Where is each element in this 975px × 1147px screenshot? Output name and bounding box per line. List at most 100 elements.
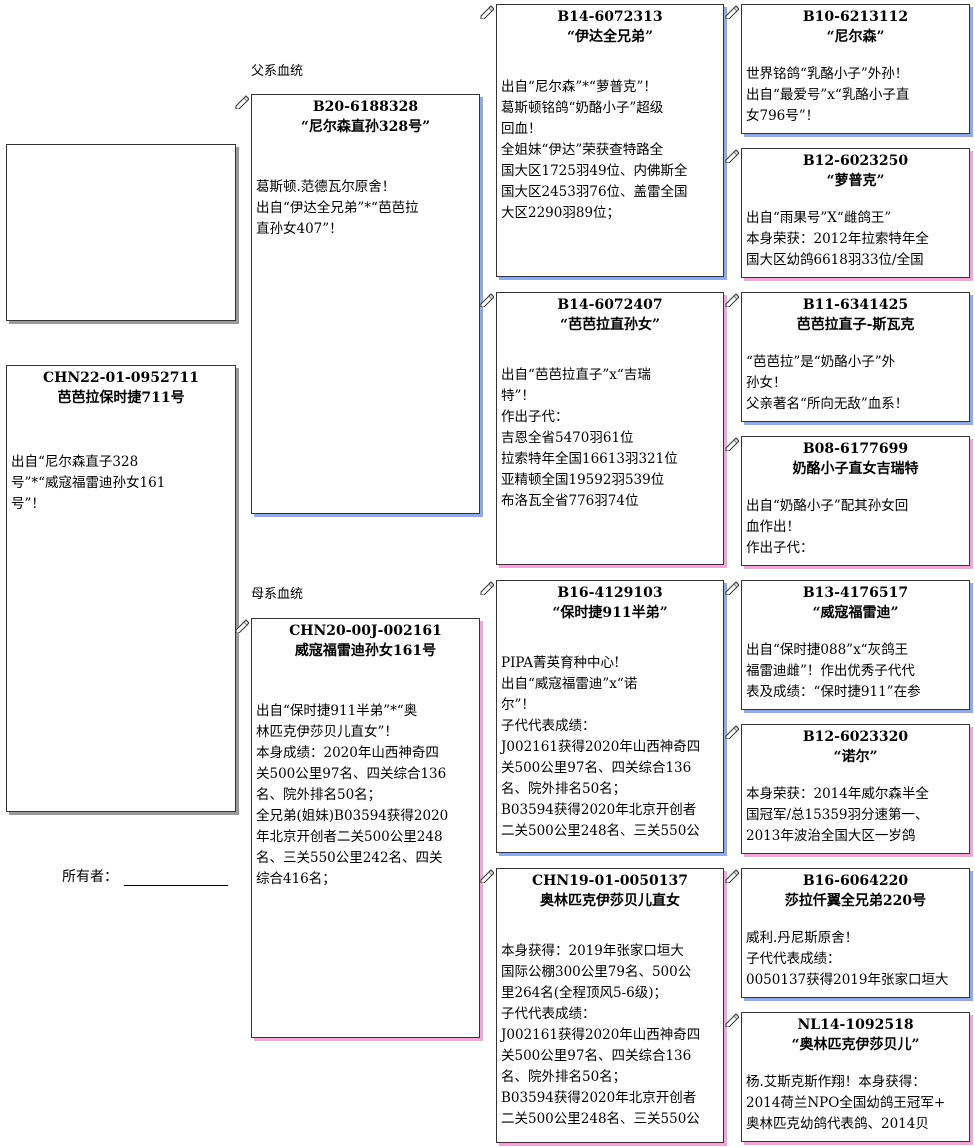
edit-pencil-icon[interactable] [480, 581, 494, 595]
note-line: 杨.艾斯克斯作翔！本身获得： [746, 1074, 926, 1090]
note-line: 吉恩全省5470羽61位 [501, 430, 634, 446]
note-line: 回血！ [501, 121, 542, 137]
ring-number: CHN20-00J-002161 [289, 623, 442, 639]
dsd-card[interactable]: B12-6023320“诺尔”本身荣获：2014年威尔森半全国冠军/总15359… [741, 724, 970, 854]
pedigree-notes: 本身荣获：2014年威尔森半全国冠军/总15359羽分速第一、2013年波治全国… [742, 784, 969, 847]
pigeon-name: “伊达全兄弟” [566, 29, 654, 45]
note-line: 号”！ [11, 496, 45, 512]
ddd-card[interactable]: NL14-1092518“奥林匹克伊莎贝儿”杨.艾斯克斯作翔！本身获得：2014… [741, 1012, 970, 1142]
pigeon-name: 芭芭拉保时捷711号 [57, 390, 185, 406]
note-line: 奥林匹克幼鸽代表鸽、2014贝 [746, 1116, 929, 1132]
pedigree-notes: 出自“雨果号”X“雌鸽王”本身荣获：2012年拉索特年全国大区幼鸽6618羽33… [742, 208, 969, 271]
sds-card[interactable]: B11-6341425 芭芭拉直子-斯瓦克 “芭芭拉”是“奶酪小子”外孙女！父亲著名… [741, 292, 970, 422]
pedigree-notes: 本身获得：2019年张家口垣大国际公棚300公里79名、500公里264名(全程… [497, 941, 723, 1130]
note-line: 作出子代： [501, 409, 569, 425]
note-line: 尔”！ [501, 697, 535, 713]
edit-pencil-icon[interactable] [480, 869, 494, 883]
note-line: 葛斯顿.范德瓦尔原舍！ [256, 179, 396, 195]
dss-card[interactable]: B13-4176517“威寇福雷迪”出自“保时捷088”x“灰鸽王福雷迪雌”！作… [741, 580, 970, 710]
pigeon-name: “奥林匹克伊莎贝儿” [791, 1037, 920, 1053]
note-line: 威利.丹尼斯原舍！ [746, 930, 859, 946]
ring-number: CHN19-01-0050137 [532, 873, 688, 889]
note-line: 关500公里97名、四关综合136 [501, 1048, 692, 1064]
edit-pencil-icon[interactable] [725, 581, 739, 595]
note-line: 关500公里97名、四关综合136 [256, 766, 447, 782]
pedigree-notes: “芭芭拉”是“奶酪小子”外孙女！父亲著名“所向无敌”血系！ [742, 352, 969, 415]
pigeon-name: “诺尔” [833, 749, 878, 765]
note-line: 福雷迪雌”！作出优秀子代代 [746, 663, 915, 679]
note-line: 葛斯顿铭鸽“奶酪小子”超级 [501, 100, 664, 116]
note-line: 名、院外排名50名； [501, 1069, 627, 1085]
dam-sire-card[interactable]: B16-4129103“保时捷911半弟”PIPA菁英育种中心!出自“威寇福雷迪… [496, 580, 724, 853]
pedigree-notes: 杨.艾斯克斯作翔！本身获得： 2014荷兰NPO全国幼鸽王冠军+ 奥林匹克幼鸽代表鸽… [742, 1072, 969, 1135]
sire-card[interactable]: B20-6188328“尼尔森直孙328号”葛斯顿.范德瓦尔原舍！出自“伊达全兄… [251, 94, 480, 514]
maternal-label: 母系血统 [251, 587, 304, 602]
pigeon-name: “尼尔森” [826, 29, 885, 45]
sire-sire-card[interactable]: B14-6072313“伊达全兄弟”出自“尼尔森”*“萝普克”！葛斯顿铭鸽“奶酪… [496, 4, 724, 277]
note-line: J002161获得2020年山西神奇四 [501, 739, 701, 755]
edit-pencil-icon[interactable] [235, 95, 249, 109]
note-line: 出自“最爱号”x“乳酪小子直 [746, 87, 910, 103]
note-line: 名、院外排名50名； [256, 787, 382, 803]
pigeon-name: “萝普克” [826, 173, 885, 189]
note-line: 号”*“威寇福雷迪孙女161 [11, 475, 166, 491]
note-line: 女796号”！ [746, 108, 820, 124]
note-line: 国际公棚300公里79名、500公 [501, 964, 692, 980]
pigeon-name: “保时捷911半弟” [552, 605, 668, 621]
pedigree-notes: 出自“保时捷911半弟”*“奥林匹克伊莎贝儿直女”！本身成绩：2020年山西神奇… [252, 701, 479, 890]
note-line: 表及成绩：“保时捷911”在参 [746, 684, 921, 700]
note-line: 二关500公里248名、三关550公 [501, 823, 700, 839]
edit-pencil-icon[interactable] [725, 5, 739, 19]
note-line: B03594获得2020年北京开创者 [501, 802, 697, 818]
note-line: 2014荷兰NPO全国幼鸽王冠军+ [746, 1095, 946, 1111]
pedigree-notes: 出自“尼尔森”*“萝普克”！ 葛斯顿铭鸽“奶酪小子”超级回血！ 全姐妹“伊达”荣获查… [497, 77, 723, 224]
ring-number: B11-6341425 [802, 297, 909, 313]
pigeon-name: “芭芭拉直孙女” [559, 317, 661, 333]
ssd-card[interactable]: B12-6023250“萝普克”出自“雨果号”X“雌鸽王”本身荣获：2012年拉… [741, 148, 970, 278]
pigeon-name: “尼尔森直孙328号” [300, 119, 431, 135]
note-line: 国大区幼鸽6618羽33位/全国 [746, 252, 924, 268]
owner-blank-line[interactable] [124, 873, 228, 886]
pigeon-name: 芭芭拉直子-斯瓦克 [796, 317, 915, 333]
note-line: “芭芭拉”是“奶酪小子”外 [746, 354, 896, 370]
sss-card[interactable]: B10-6213112“尼尔森”世界铭鸽“乳酪小子”外孙！出自“最爱号”x“乳酪… [741, 4, 970, 134]
note-line: 名、三关550公里242名、四关 [256, 850, 443, 866]
edit-pencil-icon[interactable] [725, 725, 739, 739]
note-line: 国大区1725羽49位、内佛斯全 [501, 163, 688, 179]
note-line: 拉索特年全国16613羽321位 [501, 451, 678, 467]
edit-pencil-icon[interactable] [480, 293, 494, 307]
note-line: J002161获得2020年山西神奇四 [501, 1027, 701, 1043]
pigeon-name: “威寇福雷迪” [812, 605, 899, 621]
note-line: 年北京开创者二关500公里248 [256, 829, 443, 845]
edit-pencil-icon[interactable] [725, 293, 739, 307]
edit-pencil-icon[interactable] [235, 619, 249, 633]
note-line: 全兄弟(姐妹)B03594获得2020 [256, 808, 449, 824]
note-line: 本身成绩：2020年山西神奇四 [256, 745, 439, 761]
note-line: 全姐妹“伊达”荣获查特路全 [501, 142, 664, 158]
pigeon-name: 奶酪小子直女吉瑞特 [792, 461, 919, 477]
note-line: 出自“芭芭拉直子”x“吉瑞 [501, 367, 651, 383]
note-line: 子代代表成绩： [746, 951, 841, 967]
pedigree-notes: 威利.丹尼斯原舍！子代代表成绩：0050137获得2019年张家口垣大 [742, 928, 969, 991]
edit-pencil-icon[interactable] [725, 149, 739, 163]
note-line: 子代代表成绩： [501, 718, 596, 734]
sire-dam-card[interactable]: B14-6072407“芭芭拉直孙女”出自“芭芭拉直子”x“吉瑞特”！作出子代：… [496, 292, 724, 565]
edit-pencil-icon[interactable] [725, 869, 739, 883]
edit-pencil-icon[interactable] [725, 437, 739, 451]
note-line: 出自“奶酪小子”配其孙女回 [746, 498, 909, 514]
note-line: B03594获得2020年北京开创者 [501, 1090, 697, 1106]
edit-pencil-icon[interactable] [480, 5, 494, 19]
pedigree-notes: 葛斯顿.范德瓦尔原舍！出自“伊达全兄弟”*“芭芭拉直孙女407”！ [252, 177, 479, 240]
ring-number: B10-6213112 [802, 9, 909, 25]
note-line: 大区2290羽89位； [501, 205, 621, 221]
note-line: 出自“尼尔森”*“萝普克”！ [501, 79, 657, 95]
edit-pencil-icon[interactable] [725, 1013, 739, 1027]
ring-number: B14-6072407 [557, 297, 663, 313]
note-line: 子代代表成绩： [501, 1006, 596, 1022]
ring-number: B08-6177699 [802, 441, 909, 457]
